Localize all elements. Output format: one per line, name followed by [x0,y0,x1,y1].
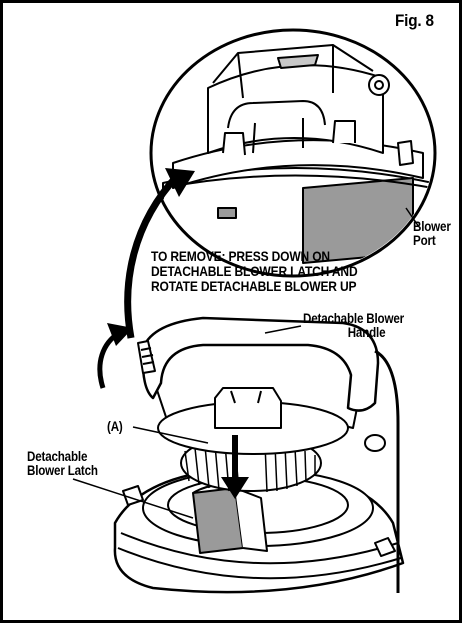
blower-port-label-line-2: Port [413,233,436,248]
blower-handle-label-line-2: Handle [347,325,386,340]
diagram-illustration [72,28,437,594]
instruction-line-1: TO REMOVE: PRESS DOWN ON [151,248,330,264]
blower-port-label: Blower Port [413,220,451,248]
instruction-line-2: DETACHABLE BLOWER LATCH AND [151,263,358,279]
removal-instruction: TO REMOVE: PRESS DOWN ON DETACHABLE BLOW… [151,248,358,294]
rotate-up-arrow [124,172,181,339]
blower-port-label-line-1: Blower [413,219,451,234]
figure-label: Fig. 8 [395,11,434,30]
instruction-line-3: ROTATE DETACHABLE BLOWER UP [151,278,357,294]
detail-inset-circle [149,28,437,278]
callout-a-label: (A) [107,419,123,434]
blower-handle-label: Detachable Blower Handle [303,312,404,340]
blower-latch-label: Detachable Blower Latch [27,450,98,478]
blower-assembly [113,316,405,594]
blower-latch-label-line-2: Blower Latch [27,463,98,478]
blower-latch-label-line-1: Detachable [27,449,88,464]
blower-handle-label-line-1: Detachable Blower [303,311,404,326]
